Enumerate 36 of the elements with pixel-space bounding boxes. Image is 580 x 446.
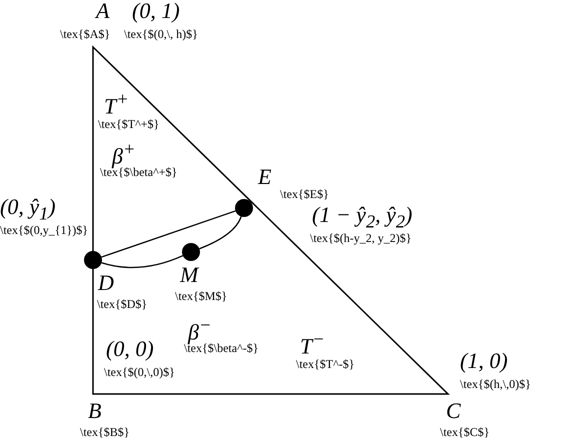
math-label: C [446, 400, 461, 422]
tex-source-label: \tex{$(h-y_2, y_2)$} [310, 232, 412, 244]
math-label: (0, ŷ$_{1}$) [0, 196, 56, 223]
point-label: D [98, 272, 114, 294]
tex-source-label: \tex{$(0,y_{1})$} [0, 224, 88, 236]
tex-source-label: \tex{$\beta^-$} [184, 342, 258, 354]
tex-source-label: \tex{$(h,\,0)$} [460, 378, 531, 390]
tex-source-label: \tex{$B$} [80, 426, 130, 438]
tex-source-label: \tex{$(0,\,0)$} [104, 366, 175, 378]
math-label: (0, 0) [106, 338, 154, 360]
point-dot [182, 243, 200, 261]
math-label: (0, 1) [132, 0, 180, 22]
tex-source-label: \tex{$A$} [60, 28, 110, 40]
tex-source-label: \tex{$\beta^+$} [100, 166, 178, 178]
tex-source-label: \tex{$C$} [440, 426, 490, 438]
tex-source-label: \tex{$T^-$} [296, 358, 354, 370]
tex-source-label: \tex{$M$} [175, 290, 228, 302]
math-label: A [96, 0, 110, 22]
point-label: M [180, 264, 198, 286]
tex-source-label: \tex{$(0,\, h)$} [124, 28, 198, 40]
point-label: E [258, 166, 272, 188]
curve-line [101, 255, 184, 268]
math-label: B [88, 400, 102, 422]
math-label: (1, 0) [460, 350, 508, 372]
point-dot [235, 199, 253, 217]
curve-line [199, 216, 242, 250]
math-label: T$^{−}$ [300, 330, 325, 358]
tex-source-label: \tex{$T^+$} [98, 118, 160, 130]
tex-source-label: \tex{$E$} [280, 188, 329, 200]
math-label: β$^{+}$ [112, 140, 136, 168]
math-label: T$^{+}$ [104, 90, 129, 118]
math-label: β$^{−}$ [188, 316, 212, 344]
curve-line [101, 210, 236, 258]
tex-source-label: \tex{$D$} [97, 298, 148, 310]
point-dot [84, 251, 102, 269]
math-label: (1 − ŷ$_{2}$, ŷ$_{2}$) [312, 204, 412, 231]
